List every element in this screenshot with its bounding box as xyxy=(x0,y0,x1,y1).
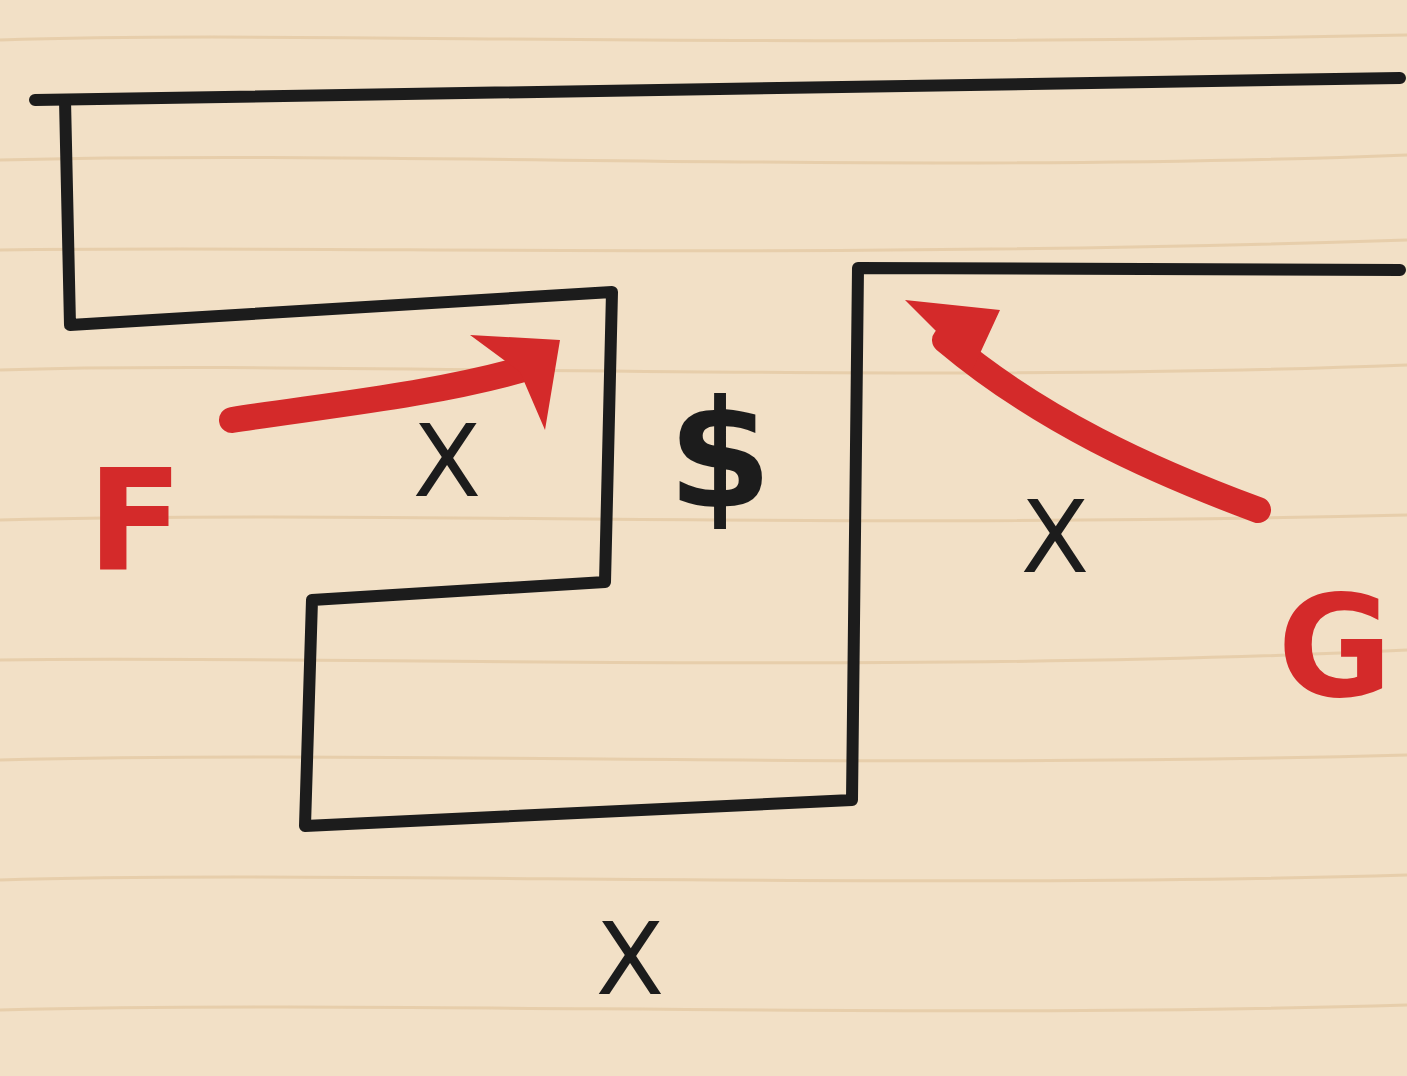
x-mark: X xyxy=(596,910,665,1010)
arrowhead-g xyxy=(905,300,1000,375)
maze-wall xyxy=(65,100,1400,826)
arrow-letter: F xyxy=(87,452,183,592)
wood-grain xyxy=(0,35,1407,1011)
x-mark: X xyxy=(413,412,482,512)
arrow-letter: G xyxy=(1278,578,1393,718)
x-mark: X xyxy=(1021,488,1090,588)
arrow-g xyxy=(945,340,1258,510)
arrowhead-f xyxy=(470,335,560,430)
maze-walls xyxy=(35,78,1400,826)
top-wall xyxy=(35,78,1400,100)
dollar-sign: $ xyxy=(668,380,772,530)
